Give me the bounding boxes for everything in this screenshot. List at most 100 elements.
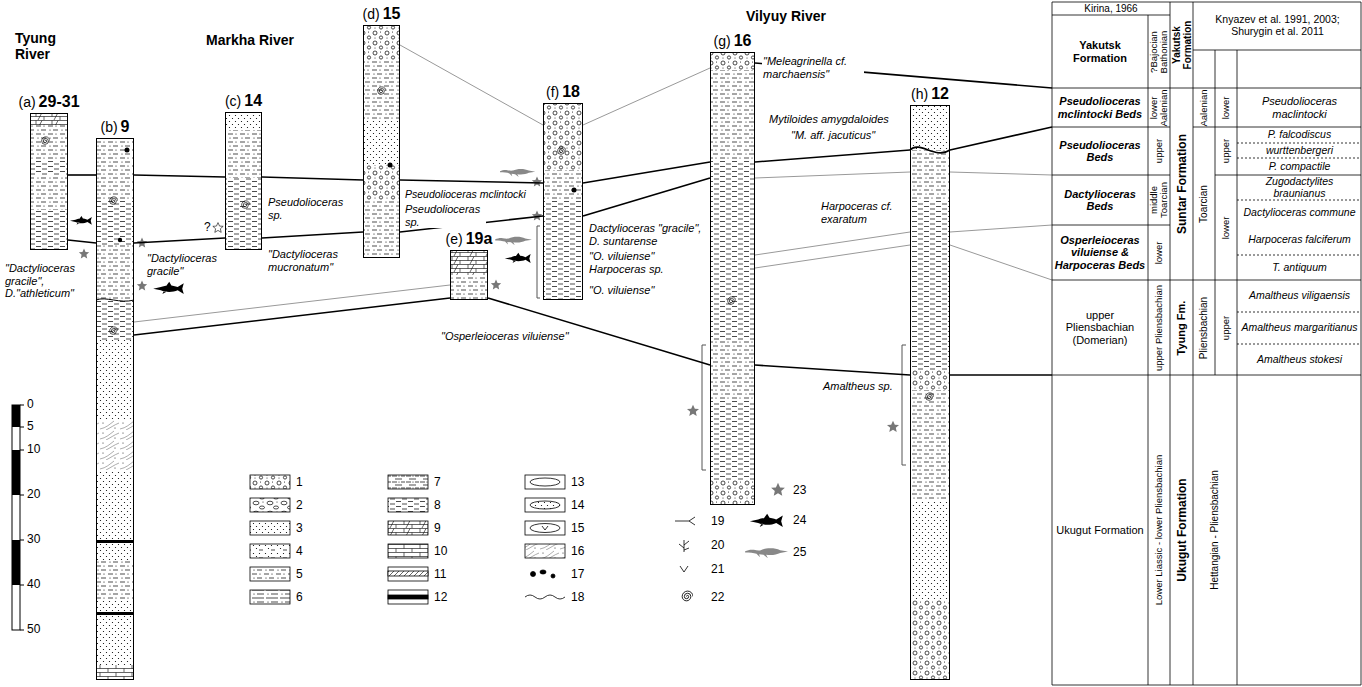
fossil-note: Dactylioceras "gracile", D. suntarense xyxy=(588,222,710,247)
fossil-markers xyxy=(687,405,699,416)
correlation-guides xyxy=(950,225,1052,232)
legend-samples xyxy=(250,590,290,604)
fossil-markers xyxy=(79,249,89,259)
correlation-line xyxy=(134,285,450,322)
legend-number: 2 xyxy=(296,498,303,512)
column-heading: (c)14 xyxy=(225,92,262,110)
lithology-fill xyxy=(543,170,583,200)
table-cell: Harpoceras falciferum xyxy=(1237,225,1362,255)
fossil-markers xyxy=(495,237,532,245)
fossil-markers xyxy=(213,223,223,233)
column-details xyxy=(378,87,386,95)
lithology-fill xyxy=(225,178,262,250)
column-details xyxy=(125,148,130,153)
section-number: 15 xyxy=(383,5,401,23)
legend-samples xyxy=(745,548,788,558)
correlation-guides xyxy=(950,127,1052,150)
column-details xyxy=(728,297,736,305)
column-details xyxy=(910,147,950,153)
correlation-line xyxy=(400,180,543,183)
column-details xyxy=(110,327,118,335)
correlation-line xyxy=(755,245,910,268)
correlation-table-grid xyxy=(1052,2,1361,685)
strat-column: (a)29-31 xyxy=(30,113,68,250)
table-cell-vertical: ?Bajocian Bathonian xyxy=(1149,16,1169,88)
scale-value: 10 xyxy=(26,443,41,457)
scale-bar xyxy=(12,405,24,630)
legend-number: 8 xyxy=(434,498,441,512)
fossil-markers xyxy=(153,282,184,294)
legend-number: 1 xyxy=(296,475,303,489)
fossil-note: "O. viluiense" xyxy=(588,250,655,263)
table-cell-vertical: upper Pliensbachian xyxy=(1154,281,1164,375)
fossil-note: Tyung River xyxy=(14,30,76,62)
correlation-line xyxy=(262,177,363,180)
scale-value: 50 xyxy=(26,623,41,637)
fossil-markers xyxy=(137,281,147,291)
lithology-fill xyxy=(96,300,134,340)
lithology-fill xyxy=(30,160,68,175)
lithology-fill xyxy=(910,500,950,600)
lithology-fill xyxy=(96,138,134,200)
legend-samples xyxy=(388,590,428,604)
section-number: 29-31 xyxy=(39,93,80,111)
table-cell: Zugodactylites braunianus xyxy=(1237,175,1362,200)
lithology-fill xyxy=(96,420,134,470)
legend-samples xyxy=(250,567,290,581)
legend-number: 15 xyxy=(571,521,584,535)
column-letter: (a) xyxy=(18,94,35,110)
column-heading: (g)16 xyxy=(714,32,752,50)
column-letter: (c) xyxy=(225,93,241,109)
legend-number: 12 xyxy=(434,590,447,604)
lithology-fill xyxy=(96,560,134,600)
table-cell-vertical: Suntar Formation xyxy=(1175,89,1188,280)
table-cell-vertical: Toarcian xyxy=(1199,128,1210,280)
column-details xyxy=(388,163,393,168)
legend-number: 18 xyxy=(571,590,584,604)
legend-samples xyxy=(531,572,536,577)
scale-bar xyxy=(20,405,24,630)
lithology-fill xyxy=(543,103,583,170)
correlation-line xyxy=(755,232,910,255)
column-details xyxy=(96,299,134,301)
column-heading: (e)19a xyxy=(446,230,493,248)
legend-number: 21 xyxy=(711,562,724,576)
lithology-fill xyxy=(710,52,755,70)
legend-samples xyxy=(750,514,783,527)
lithology-fill xyxy=(96,665,134,680)
fossil-markers xyxy=(70,169,899,432)
strat-column: (g)16 xyxy=(710,52,755,505)
legend-number: 10 xyxy=(434,544,447,558)
correlation-line xyxy=(68,240,96,243)
fossil-note: Amaltheus sp. xyxy=(822,380,894,393)
table-cell: Dactylioceras Beds xyxy=(1052,175,1148,225)
section-number: 19a xyxy=(466,230,493,248)
correlation-guides xyxy=(950,374,1052,376)
scale-bar xyxy=(12,450,20,495)
legend-samples xyxy=(388,595,428,599)
legend-number: 17 xyxy=(571,567,584,581)
correlation-table-grid xyxy=(1052,2,1361,685)
lithology-fill xyxy=(543,200,583,300)
lithology-fill xyxy=(30,25,950,680)
scale-bar xyxy=(12,405,20,427)
lithology-fill xyxy=(910,390,950,500)
lithology-fill xyxy=(710,340,755,400)
legend-samples xyxy=(530,524,560,533)
legend-number: 24 xyxy=(793,513,806,527)
lithology-fill xyxy=(30,210,68,250)
table-cell-vertical: middle Toarcian xyxy=(1149,176,1169,225)
fossil-note: Pseudolioceras sp. xyxy=(267,196,351,221)
legend-samples xyxy=(388,521,428,535)
fossil-markers xyxy=(505,253,531,263)
lithology-fill xyxy=(450,250,488,275)
lithology-fill xyxy=(96,470,134,560)
legend-number: 20 xyxy=(711,538,724,552)
legend-samples xyxy=(388,567,428,581)
legend-number: 5 xyxy=(296,567,303,581)
legend-samples xyxy=(771,483,785,496)
fossil-markers xyxy=(491,280,501,290)
fossil-note: Harpoceras cf. exaratum xyxy=(820,200,906,225)
column-letter: (d) xyxy=(363,6,380,22)
table-cell: wurttenbergeri xyxy=(1237,143,1362,158)
